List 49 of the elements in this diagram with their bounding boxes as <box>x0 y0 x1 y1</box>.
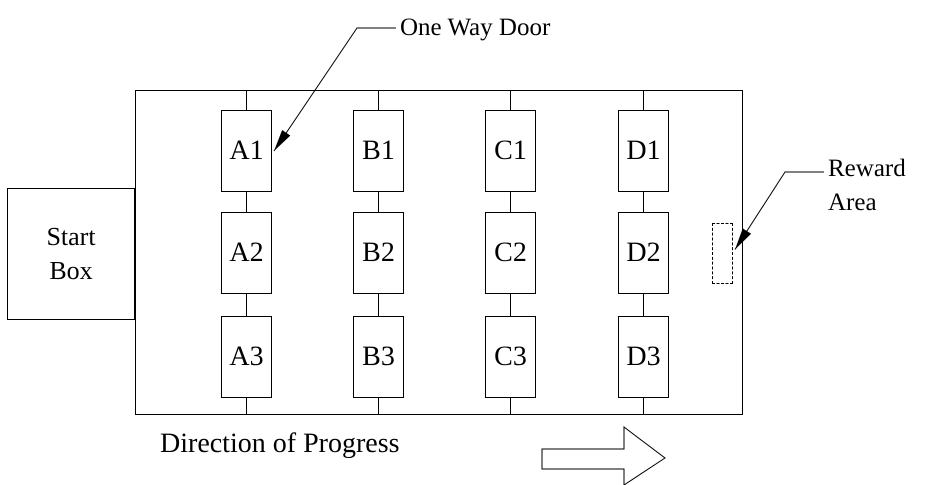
door-compartment <box>618 212 669 294</box>
partition-wall <box>246 294 247 316</box>
arena-enclosure <box>135 90 743 415</box>
partition-wall <box>510 90 511 110</box>
partition-wall <box>510 398 511 416</box>
compartment-label: D2 <box>626 239 661 267</box>
door-compartment <box>618 316 669 398</box>
partition-wall <box>643 90 644 110</box>
partition-wall <box>643 192 644 212</box>
partition-wall <box>378 294 379 316</box>
partition-wall <box>643 398 644 416</box>
partition-wall <box>643 294 644 316</box>
direction-label: Direction of Progress <box>160 427 400 461</box>
compartment-label: B2 <box>362 239 395 267</box>
callout-label: One Way Door <box>400 13 550 43</box>
partition-wall <box>246 398 247 416</box>
leader-line <box>274 28 396 152</box>
compartment-label: A3 <box>229 343 264 371</box>
compartment-label: A1 <box>229 137 264 165</box>
start-box <box>7 188 135 320</box>
leader-line <box>734 172 824 250</box>
compartment-label: B3 <box>362 343 395 371</box>
compartment-label: D3 <box>626 343 661 371</box>
partition-wall <box>378 192 379 212</box>
compartment-label: A2 <box>229 239 264 267</box>
callout-label: Reward Area <box>828 154 907 218</box>
compartment-label: B1 <box>362 137 395 165</box>
partition-wall <box>378 90 379 110</box>
door-compartment <box>221 212 272 294</box>
door-compartment <box>221 316 272 398</box>
reward-area-marker <box>712 223 733 284</box>
door-compartment <box>353 110 404 192</box>
door-compartment <box>618 110 669 192</box>
partition-wall <box>510 192 511 212</box>
partition-wall <box>246 192 247 212</box>
door-compartment <box>221 110 272 192</box>
partition-wall <box>510 294 511 316</box>
door-compartment <box>485 110 536 192</box>
compartment-label: C1 <box>494 137 527 165</box>
compartment-label: C2 <box>494 239 527 267</box>
door-compartment <box>485 212 536 294</box>
start-box-label: Start Box <box>45 221 97 287</box>
compartment-label: D1 <box>626 137 661 165</box>
partition-wall <box>246 90 247 110</box>
door-compartment <box>485 316 536 398</box>
door-compartment <box>353 316 404 398</box>
partition-wall <box>378 398 379 416</box>
compartment-label: C3 <box>494 343 527 371</box>
door-compartment <box>353 212 404 294</box>
